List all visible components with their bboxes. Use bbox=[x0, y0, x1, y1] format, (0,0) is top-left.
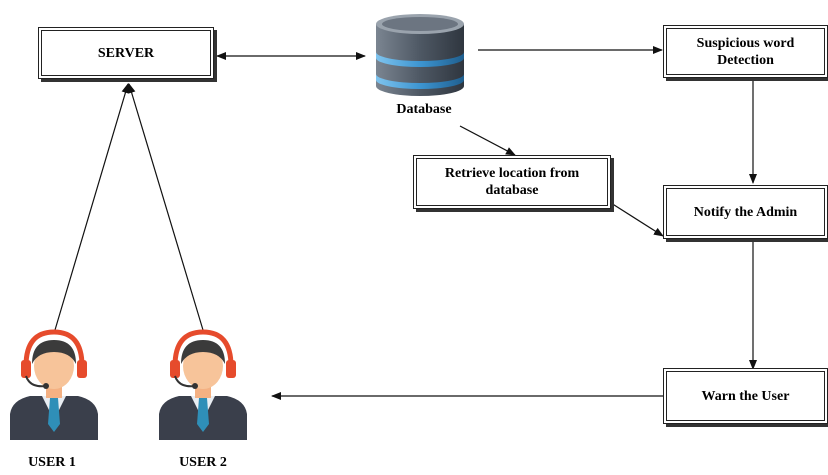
notify-admin-label: Notify the Admin bbox=[693, 204, 798, 220]
user2-server-link bbox=[127, 83, 204, 331]
database-label: Database bbox=[396, 102, 452, 117]
warn-user-label: Warn the User bbox=[701, 388, 790, 404]
retrieve-location-node: Retrieve location from database bbox=[413, 155, 611, 209]
suspicious-word-detection-label: Suspicious word Detection bbox=[696, 35, 795, 68]
retrieve-notify-link bbox=[610, 202, 664, 237]
server-node: SERVER bbox=[38, 27, 214, 79]
user2-label: USER 2 bbox=[179, 455, 227, 470]
database-icon bbox=[376, 14, 464, 96]
user1-server-link bbox=[54, 83, 130, 331]
notify-admin-node: Notify the Admin bbox=[663, 185, 828, 239]
server-label: SERVER bbox=[97, 45, 155, 61]
database-retrieve-link bbox=[459, 125, 516, 156]
retrieve-location-label: Retrieve location from database bbox=[444, 166, 580, 198]
suspicious-word-detection-node: Suspicious word Detection bbox=[663, 25, 828, 78]
headset-user-icon bbox=[159, 329, 247, 440]
user1-label: USER 1 bbox=[28, 455, 76, 470]
headset-user-icon bbox=[10, 329, 98, 440]
warn-user-node: Warn the User bbox=[663, 368, 828, 424]
